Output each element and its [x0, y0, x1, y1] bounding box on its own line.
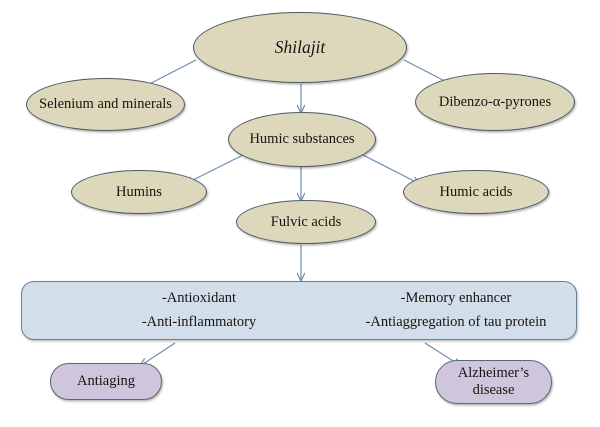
- node-humic-substances-label: Humic substances: [249, 131, 355, 148]
- node-humic-acids[interactable]: Humic acids: [403, 170, 549, 214]
- node-fulvic-acids-label: Fulvic acids: [270, 213, 342, 230]
- node-selenium-and-minerals[interactable]: Selenium and minerals: [26, 78, 185, 131]
- effects-columns: -Antioxidant -Anti-inflammatory -Memory …: [22, 282, 576, 339]
- effects-left-column: -Antioxidant -Anti-inflammatory: [62, 287, 336, 334]
- node-fulvic-acids[interactable]: Fulvic acids: [236, 200, 376, 244]
- node-alzheimers-disease[interactable]: Alzheimer’s disease: [435, 360, 552, 404]
- node-antiaging-label: Antiaging: [77, 373, 135, 390]
- node-alzheimers-disease-label: Alzheimer’s disease: [457, 365, 530, 398]
- effects-right-column: -Memory enhancer -Antiaggregation of tau…: [336, 287, 576, 334]
- effect-anti-inflammatory: -Anti-inflammatory: [141, 313, 257, 330]
- arrow-humic-substances-humic-acids: [362, 154, 420, 184]
- node-dibenzo-alpha-pyrones[interactable]: Dibenzo-α-pyrones: [415, 73, 575, 131]
- node-shilajit[interactable]: Shilajit: [193, 12, 407, 83]
- node-shilajit-label: Shilajit: [274, 36, 326, 57]
- effect-antioxidant: -Antioxidant: [161, 290, 237, 307]
- node-antiaging[interactable]: Antiaging: [50, 363, 162, 400]
- node-humins-label: Humins: [116, 183, 162, 200]
- effects-panel[interactable]: -Antioxidant -Anti-inflammatory -Memory …: [21, 281, 577, 340]
- effect-memory-enhancer: -Memory enhancer: [400, 290, 512, 307]
- node-selenium-and-minerals-label: Selenium and minerals: [39, 96, 172, 113]
- node-humins[interactable]: Humins: [71, 170, 207, 214]
- node-humic-substances[interactable]: Humic substances: [228, 112, 376, 167]
- node-dibenzo-alpha-pyrones-label: Dibenzo-α-pyrones: [438, 93, 552, 110]
- effect-antiaggregation-tau-protein: -Antiaggregation of tau protein: [365, 313, 547, 330]
- node-humic-acids-label: Humic acids: [439, 183, 513, 200]
